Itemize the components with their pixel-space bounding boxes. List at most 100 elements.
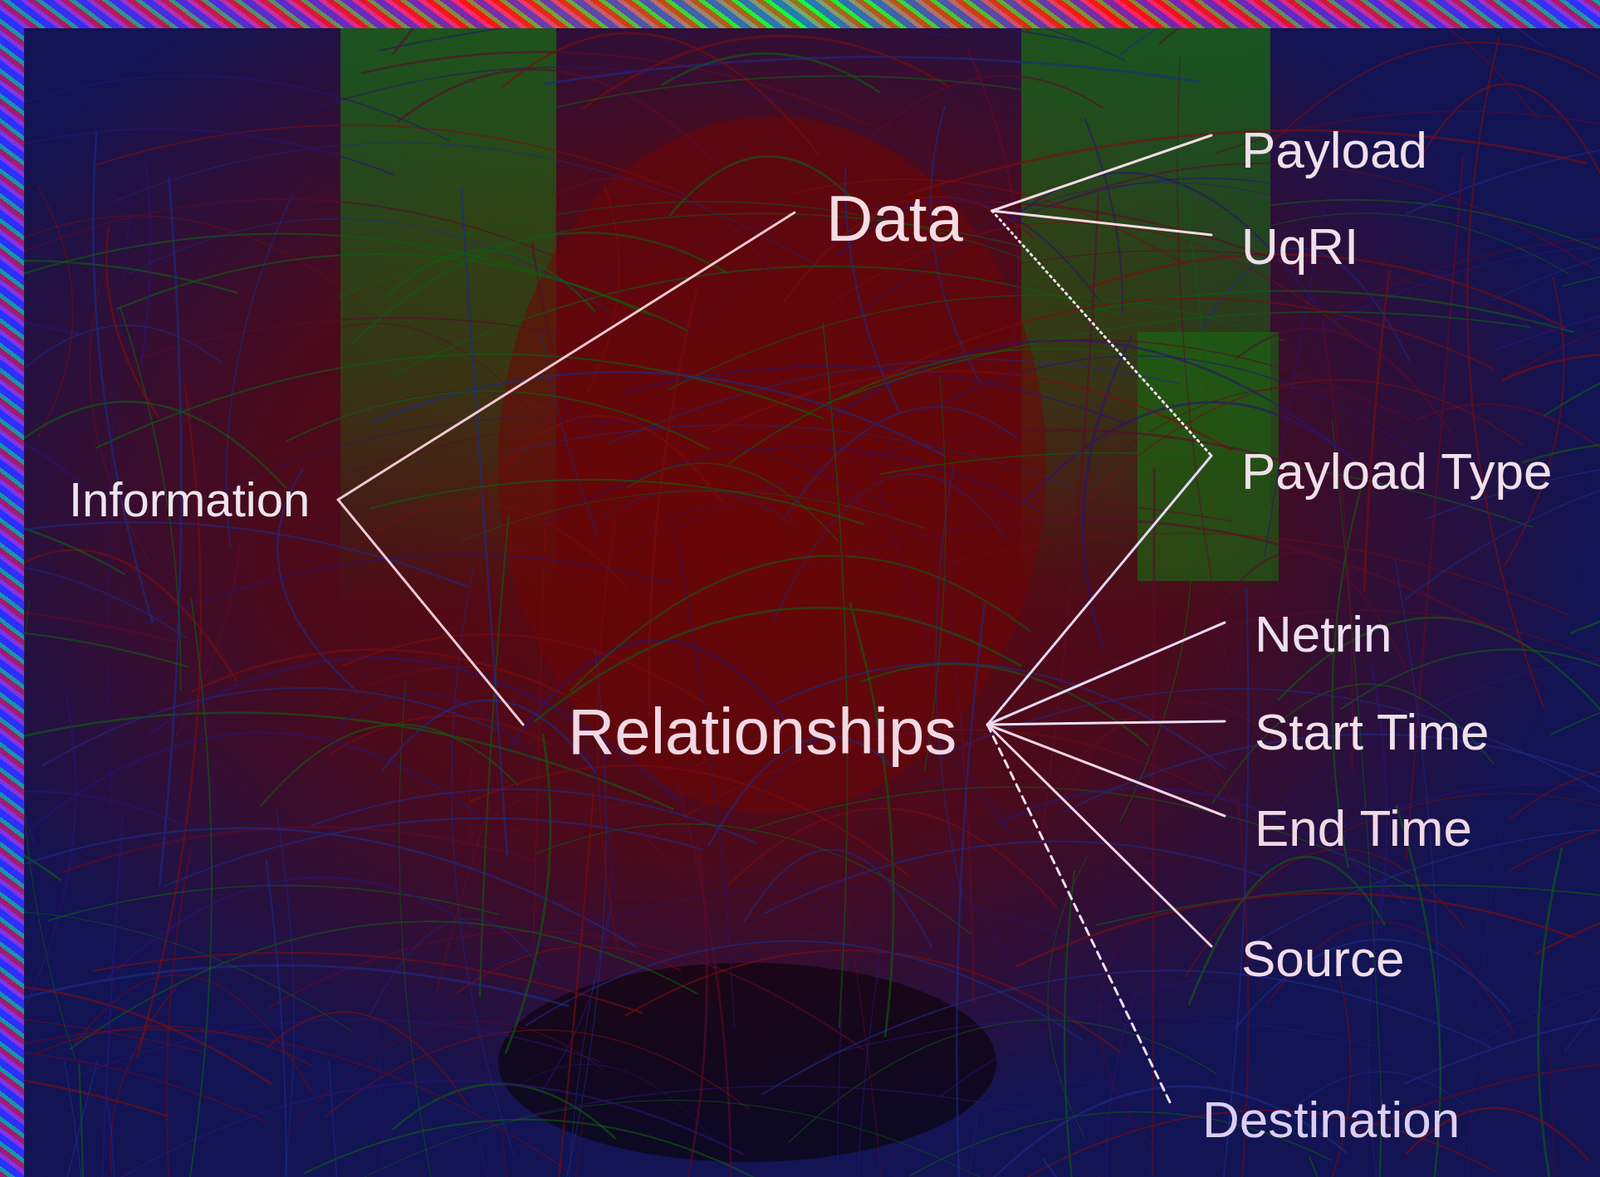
- texture-stroke: [36, 1026, 314, 1067]
- tree-node: Source: [1239, 928, 1406, 989]
- texture-stroke: [1467, 38, 1544, 709]
- tree-node: UqRI: [1239, 215, 1361, 277]
- texture-stroke: [1106, 996, 1163, 1177]
- texture-stroke: [1370, 661, 1387, 923]
- texture-stroke: [392, 28, 659, 55]
- texture-stroke: [1562, 250, 1600, 288]
- texture-stroke: [166, 847, 246, 1177]
- texture-stroke: [24, 305, 79, 404]
- texture-stroke: [668, 295, 1285, 391]
- texture-stroke: [24, 75, 450, 142]
- texture-stroke: [478, 1139, 544, 1177]
- texture-stroke: [856, 782, 1042, 886]
- texture-stroke: [190, 649, 565, 695]
- texture-stroke: [533, 76, 1092, 113]
- texture-stroke: [1099, 929, 1161, 1155]
- texture-stroke: [642, 847, 707, 1177]
- texture-stroke: [531, 409, 887, 534]
- texture-stroke: [285, 67, 993, 197]
- tree-connector: [992, 210, 1212, 235]
- texture-stroke: [623, 366, 1128, 424]
- texture-stroke: [935, 465, 963, 900]
- texture-stroke: [956, 603, 985, 1177]
- texture-stroke: [62, 827, 538, 873]
- texture-stroke: [267, 1012, 470, 1107]
- texture-stroke: [92, 132, 153, 623]
- texture-stroke: [1025, 28, 1395, 33]
- texture-stroke: [743, 850, 933, 949]
- texture-stroke: [24, 522, 469, 596]
- tree-connector: [987, 622, 1225, 725]
- tree-connector: [987, 721, 1225, 725]
- texture-stroke: [24, 233, 652, 316]
- texture-stroke: [569, 1115, 644, 1177]
- texture-stroke: [24, 1156, 65, 1177]
- texture-stroke: [460, 490, 926, 541]
- texture-stroke: [38, 186, 74, 439]
- texture-stroke: [24, 1049, 266, 1159]
- texture-stroke: [1509, 765, 1600, 834]
- texture-stroke: [24, 965, 569, 1057]
- texture-stroke: [711, 371, 1234, 451]
- texture-stroke: [1550, 661, 1600, 736]
- texture-stroke: [397, 69, 745, 197]
- texture-stroke: [762, 970, 1492, 1095]
- texture-stroke: [1570, 562, 1600, 634]
- texture-stroke: [451, 567, 514, 1155]
- tree-node: Start Time: [1252, 701, 1492, 763]
- texture-stroke: [814, 857, 1018, 975]
- tree-node: End Time: [1252, 797, 1474, 859]
- tree-connector: [337, 212, 795, 500]
- tree-connector: [987, 724, 1171, 1105]
- texture-stroke: [525, 941, 1083, 1041]
- texture-stroke: [31, 733, 487, 829]
- dark-red-core: [498, 116, 1047, 814]
- texture-stroke: [24, 626, 189, 742]
- texture-stroke: [570, 556, 1031, 692]
- texture-stroke: [303, 1120, 778, 1177]
- texture-stroke: [460, 187, 507, 857]
- node-label: Information: [68, 474, 310, 526]
- node-label: UqRI: [1241, 219, 1359, 274]
- texture-stroke: [1030, 200, 1600, 285]
- texture-stroke: [24, 199, 696, 332]
- texture-stroke: [1599, 914, 1600, 966]
- texture-stroke: [371, 371, 945, 456]
- texture-stroke: [24, 260, 239, 294]
- texture-stroke: [1505, 285, 1600, 379]
- node-label: Data: [826, 185, 964, 254]
- texture-stroke: [503, 33, 819, 155]
- texture-stroke: [24, 1066, 168, 1158]
- texture-stroke: [117, 254, 689, 332]
- texture-stroke: [1177, 57, 1232, 687]
- texture-stroke: [555, 178, 778, 278]
- tree-connector: [987, 455, 1212, 725]
- tree-node: Payload: [1239, 119, 1429, 181]
- node-label: Netrin: [1254, 606, 1392, 661]
- texture-stroke: [24, 792, 187, 897]
- texture-stroke: [458, 896, 886, 974]
- texture-stroke: [329, 716, 553, 755]
- tree-node: Payload Type: [1239, 440, 1555, 502]
- texture-stroke: [224, 323, 544, 428]
- node-label: Source: [1241, 931, 1405, 986]
- texture-stroke: [826, 298, 1494, 409]
- texture-stroke: [1174, 139, 1214, 483]
- node-label: Start Time: [1254, 704, 1490, 759]
- texture-stroke: [1211, 552, 1416, 691]
- texture-stroke: [543, 57, 1200, 85]
- texture-stroke: [1551, 1058, 1600, 1177]
- texture-stroke: [944, 533, 1570, 616]
- texture-stroke: [1404, 999, 1600, 1085]
- tree-connector: [337, 499, 524, 725]
- texture-stroke: [266, 859, 288, 1177]
- texture-stroke: [822, 322, 847, 1028]
- texture-stroke: [140, 318, 591, 358]
- texture-stroke: [669, 156, 851, 216]
- texture-stroke: [677, 782, 731, 1177]
- node-label: Relationships: [567, 698, 957, 767]
- tree-node: Information: [67, 471, 312, 529]
- tree-connector: [987, 724, 1225, 817]
- texture-stroke: [1492, 234, 1600, 375]
